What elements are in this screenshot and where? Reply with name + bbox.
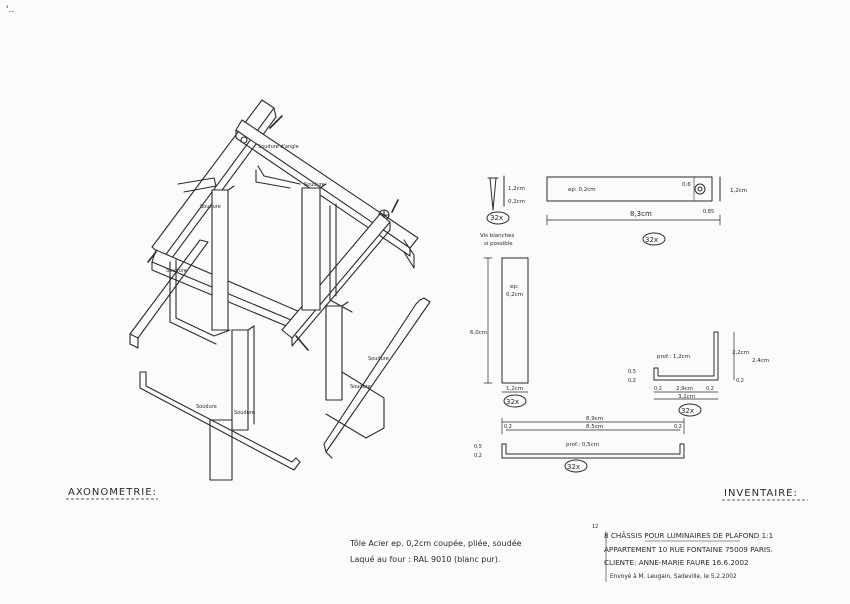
plate-length: 8,3cm xyxy=(630,210,652,218)
bar-count: 32x xyxy=(506,398,519,406)
material-note-line-1: Tôle Acier ep. 0,2cm coupée, pliée, soud… xyxy=(349,538,522,548)
small-channel-inner-h: 2,2cm xyxy=(732,350,749,356)
screw-drawing xyxy=(486,175,510,225)
title-block-line-3: CLIENTE: ANNE-MARIE FAURE 16.6.2002 xyxy=(604,558,749,567)
bar-width: 1,2cm xyxy=(506,386,523,392)
weld-label-6: Soudure xyxy=(196,404,217,410)
material-note-line-2: Laqué au four : RAL 9010 (blanc pur). xyxy=(350,554,500,564)
long-channel-count: 32x xyxy=(567,463,580,471)
long-channel-inner-w: 8,5cm xyxy=(586,424,603,430)
bar-thickness-1: ep: xyxy=(510,284,519,290)
title-block: 12 8 CHÂSSIS POUR LUMINAIRES DE PLAFOND … xyxy=(592,524,773,582)
weld-label-3: Soudure xyxy=(166,268,187,274)
small-channel-w2: 0,2 xyxy=(628,378,636,384)
small-channel-outer-h: 2,4cm xyxy=(752,358,769,364)
plate-edge: 0,85 xyxy=(703,209,714,215)
bar-thickness-2: 0,2cm xyxy=(506,292,523,298)
small-channel-inner-w: 2,9cm xyxy=(676,386,693,392)
long-channel-depth: prof.: 0,5cm xyxy=(566,442,599,448)
small-channel-outer-w: 3,1cm xyxy=(678,394,695,400)
weld-label-4: Soudure xyxy=(368,356,389,362)
plate-thickness: ep: 0,2cm xyxy=(568,187,596,193)
small-channel-t3: 0,2 xyxy=(736,378,744,384)
long-channel-drawing xyxy=(501,417,685,473)
title-block-line-4: Envoyé à M. Leugain, Sadeville, le 5.2.2… xyxy=(610,573,737,580)
title-block-index: 12 xyxy=(592,524,598,530)
plate-hole: 0,6 xyxy=(682,182,691,188)
small-channel-depth: prof.: 1,2cm xyxy=(657,354,690,360)
screw-h2: 0,2cm xyxy=(508,199,525,205)
screw-note-2: si possible xyxy=(484,241,513,247)
long-channel-t1: 0,2 xyxy=(504,424,512,430)
axonometry-title: AXONOMETRIE: xyxy=(68,487,157,498)
long-channel-h2: 0,2 xyxy=(474,453,482,459)
screw-count: 32x xyxy=(490,214,503,222)
small-channel-w1: 0,5 xyxy=(628,369,636,375)
long-channel-outer-w: 8,9cm xyxy=(586,416,603,422)
plate-drawing xyxy=(546,176,721,246)
weld-label-5: Soudure xyxy=(350,384,371,390)
small-channel-drawing xyxy=(653,331,735,417)
plate-height: 1,2cm xyxy=(730,188,747,194)
weld-label-7: Soudure xyxy=(234,410,255,416)
small-channel-count: 32x xyxy=(681,407,694,415)
weld-label-corner: Soudure d'angle xyxy=(258,144,299,150)
small-channel-t1: 0,2 xyxy=(654,386,662,392)
bar-length: 6,0cm xyxy=(470,330,487,336)
title-block-line-1: 8 CHÂSSIS POUR LUMINAIRES DE PLAFOND 1:1 xyxy=(604,531,773,540)
long-channel-h1: 0,5 xyxy=(474,444,482,450)
title-block-line-2: APPARTEMENT 10 RUE FONTAINE 75009 PARIS. xyxy=(604,545,773,554)
inventory-title: INVENTAIRE: xyxy=(724,488,798,499)
weld-label-2: Soudure xyxy=(200,204,221,210)
small-channel-t2: 0,2 xyxy=(706,386,714,392)
bar-drawing xyxy=(483,257,529,408)
screw-h1: 1,2cm xyxy=(508,186,525,192)
axonometric-drawing xyxy=(129,99,431,481)
screw-note-1: Vis blanches xyxy=(480,233,515,239)
plate-count: 32x xyxy=(645,236,658,244)
corner-mark: '.. xyxy=(6,5,14,15)
long-channel-t2: 0,2 xyxy=(674,424,682,430)
weld-label-1: Soudure xyxy=(304,182,325,188)
